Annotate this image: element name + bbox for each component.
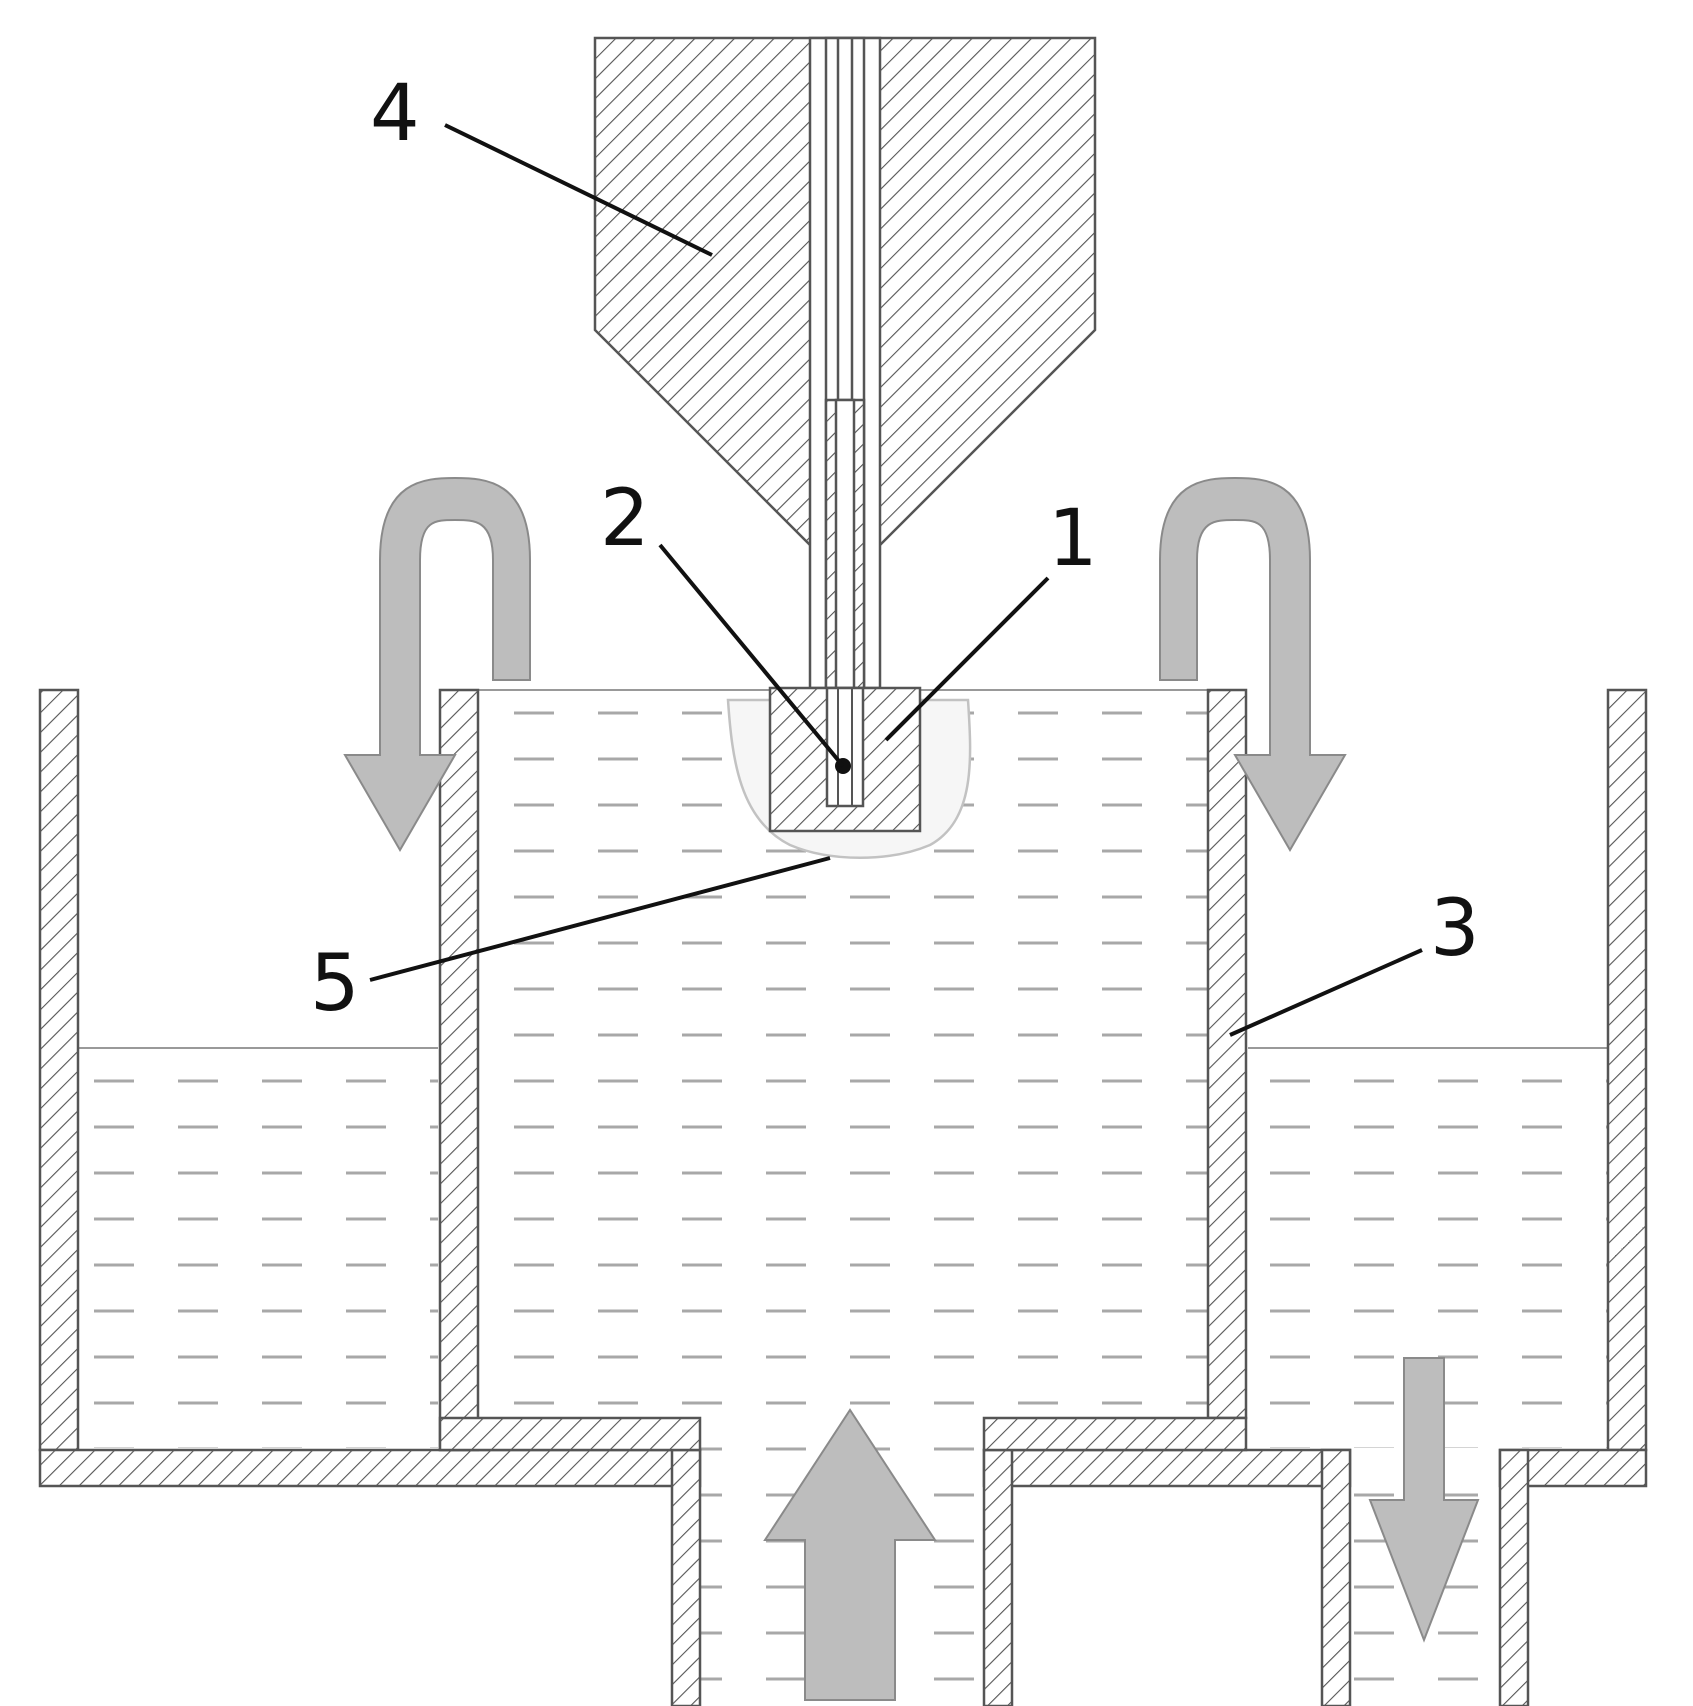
overflow-arrow-left	[343, 476, 531, 852]
inlet-arrow-up	[763, 1408, 937, 1701]
leader-5	[369, 856, 831, 982]
label-5: 5	[310, 939, 360, 1029]
leader-lines	[369, 123, 1423, 1037]
electrode-shaft	[824, 36, 866, 690]
overflow-arrow-right	[1159, 476, 1347, 852]
leader-2	[658, 543, 845, 768]
label-1: 1	[1048, 494, 1098, 584]
label-3: 3	[1430, 884, 1480, 974]
label-4: 4	[370, 69, 420, 159]
outer-tank-walls	[38, 688, 1648, 1706]
flow-arrows	[343, 476, 1480, 1701]
outer-tank-fluid-left	[78, 1048, 438, 1448]
leader-3	[1229, 948, 1423, 1037]
label-2: 2	[600, 474, 650, 564]
inner-vessel-walls	[438, 688, 1248, 1452]
leader-1	[884, 576, 1050, 742]
leader-4	[444, 123, 713, 257]
outlet-arrow-down	[1368, 1357, 1480, 1643]
